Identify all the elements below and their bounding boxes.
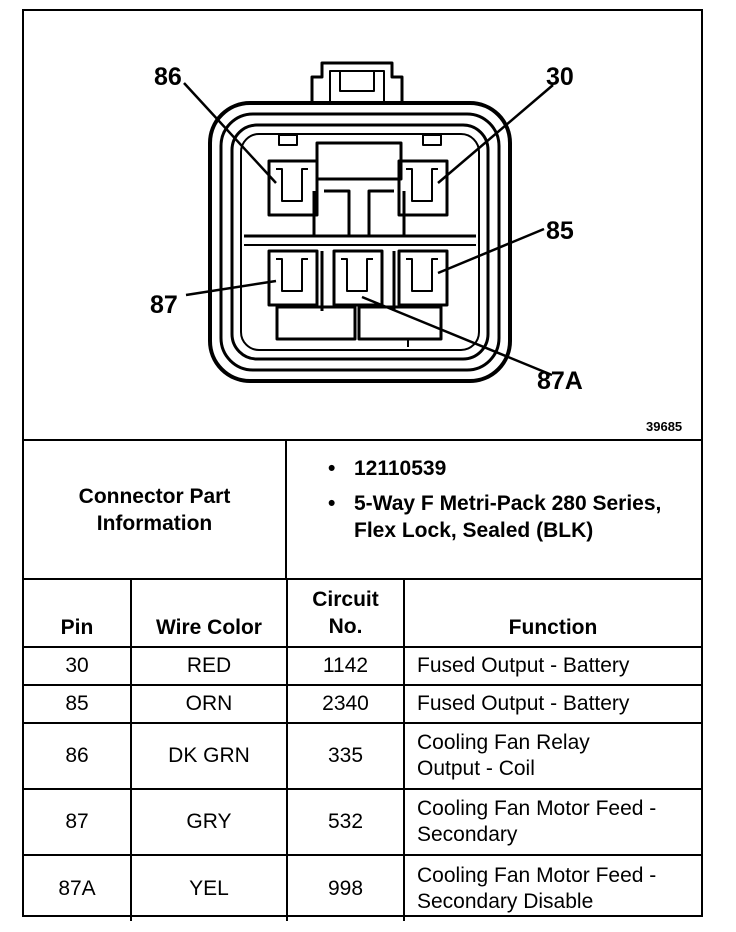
table-row: 87 GRY 532 Cooling Fan Motor Feed - Seco… — [24, 788, 701, 856]
pin-label-86: 86 — [154, 63, 182, 91]
terminal-87 — [267, 249, 319, 307]
cell-wire-color: DK GRN — [130, 722, 288, 790]
connector-diagram: 86 30 85 87 87A 39685 — [24, 11, 701, 439]
connector-info-label: Connector Part Information — [78, 484, 231, 535]
header-circuit-no: Circuit No. — [286, 578, 405, 648]
terminal-87a — [332, 249, 384, 307]
cell-function: Fused Output - Battery — [403, 684, 701, 724]
cell-function: Cooling Fan Relay Output - Coil — [403, 722, 701, 790]
pin-label-30: 30 — [546, 63, 574, 91]
table-row: 86 DK GRN 335 Cooling Fan Relay Output -… — [24, 722, 701, 790]
pin-label-87: 87 — [150, 291, 178, 319]
pin-label-85: 85 — [546, 217, 574, 245]
leader-lines — [183, 82, 554, 377]
connector-info-row: Connector Part Information • 12110539 • … — [24, 439, 701, 578]
figure-number: 39685 — [646, 419, 682, 434]
pin-label-87a: 87A — [537, 367, 583, 395]
header-function: Function — [403, 578, 701, 648]
cell-function: Cooling Fan Motor Feed - Secondary Disab… — [403, 854, 701, 921]
cell-circuit: 1142 — [286, 646, 405, 686]
latch-tab — [310, 61, 404, 103]
connector-description-text: 5-Way F Metri-Pack 280 Series, Flex Lock… — [354, 492, 662, 542]
pin-table: Pin Wire Color Circuit No. Function 30 R… — [24, 578, 701, 921]
cell-circuit: 998 — [286, 854, 405, 921]
connector-face-drawing: 86 30 85 87 87A 39685 — [150, 61, 682, 434]
table-header-row: Pin Wire Color Circuit No. Function — [24, 578, 701, 648]
cell-wire-color: GRY — [130, 788, 288, 856]
connector-frame: 86 30 85 87 87A 39685 Connector Part Inf… — [22, 9, 703, 921]
connector-description: • 5-Way F Metri-Pack 280 Series, Flex Lo… — [324, 490, 694, 544]
bullet-icon: • — [328, 457, 336, 480]
table-row: 30 RED 1142 Fused Output - Battery — [24, 646, 701, 686]
cell-circuit: 2340 — [286, 684, 405, 724]
cell-pin: 30 — [24, 646, 132, 686]
part-number-text: 12110539 — [354, 457, 447, 480]
connector-info-values: • 12110539 • 5-Way F Metri-Pack 280 Seri… — [324, 455, 694, 552]
cell-pin: 86 — [24, 722, 132, 790]
cell-pin: 85 — [24, 684, 132, 724]
cell-wire-color: RED — [130, 646, 288, 686]
cell-function: Cooling Fan Motor Feed - Secondary — [403, 788, 701, 856]
bullet-icon: • — [328, 492, 336, 515]
table-row: 85 ORN 2340 Fused Output - Battery — [24, 684, 701, 724]
cell-wire-color: ORN — [130, 684, 288, 724]
terminal-85 — [397, 249, 449, 307]
header-wire-color: Wire Color — [130, 578, 288, 648]
terminal-86 — [267, 159, 319, 217]
cell-circuit: 532 — [286, 788, 405, 856]
cell-function: Fused Output - Battery — [403, 646, 701, 686]
table-row: 87A YEL 998 Cooling Fan Motor Feed - Sec… — [24, 854, 701, 921]
connector-part-number: • 12110539 — [324, 455, 694, 482]
cell-wire-color: YEL — [130, 854, 288, 921]
cell-circuit: 335 — [286, 722, 405, 790]
terminal-30 — [397, 159, 449, 217]
cell-pin: 87A — [24, 854, 132, 921]
cell-pin: 87 — [24, 788, 132, 856]
connector-info-label-cell: Connector Part Information — [24, 441, 287, 578]
header-pin: Pin — [24, 578, 132, 648]
